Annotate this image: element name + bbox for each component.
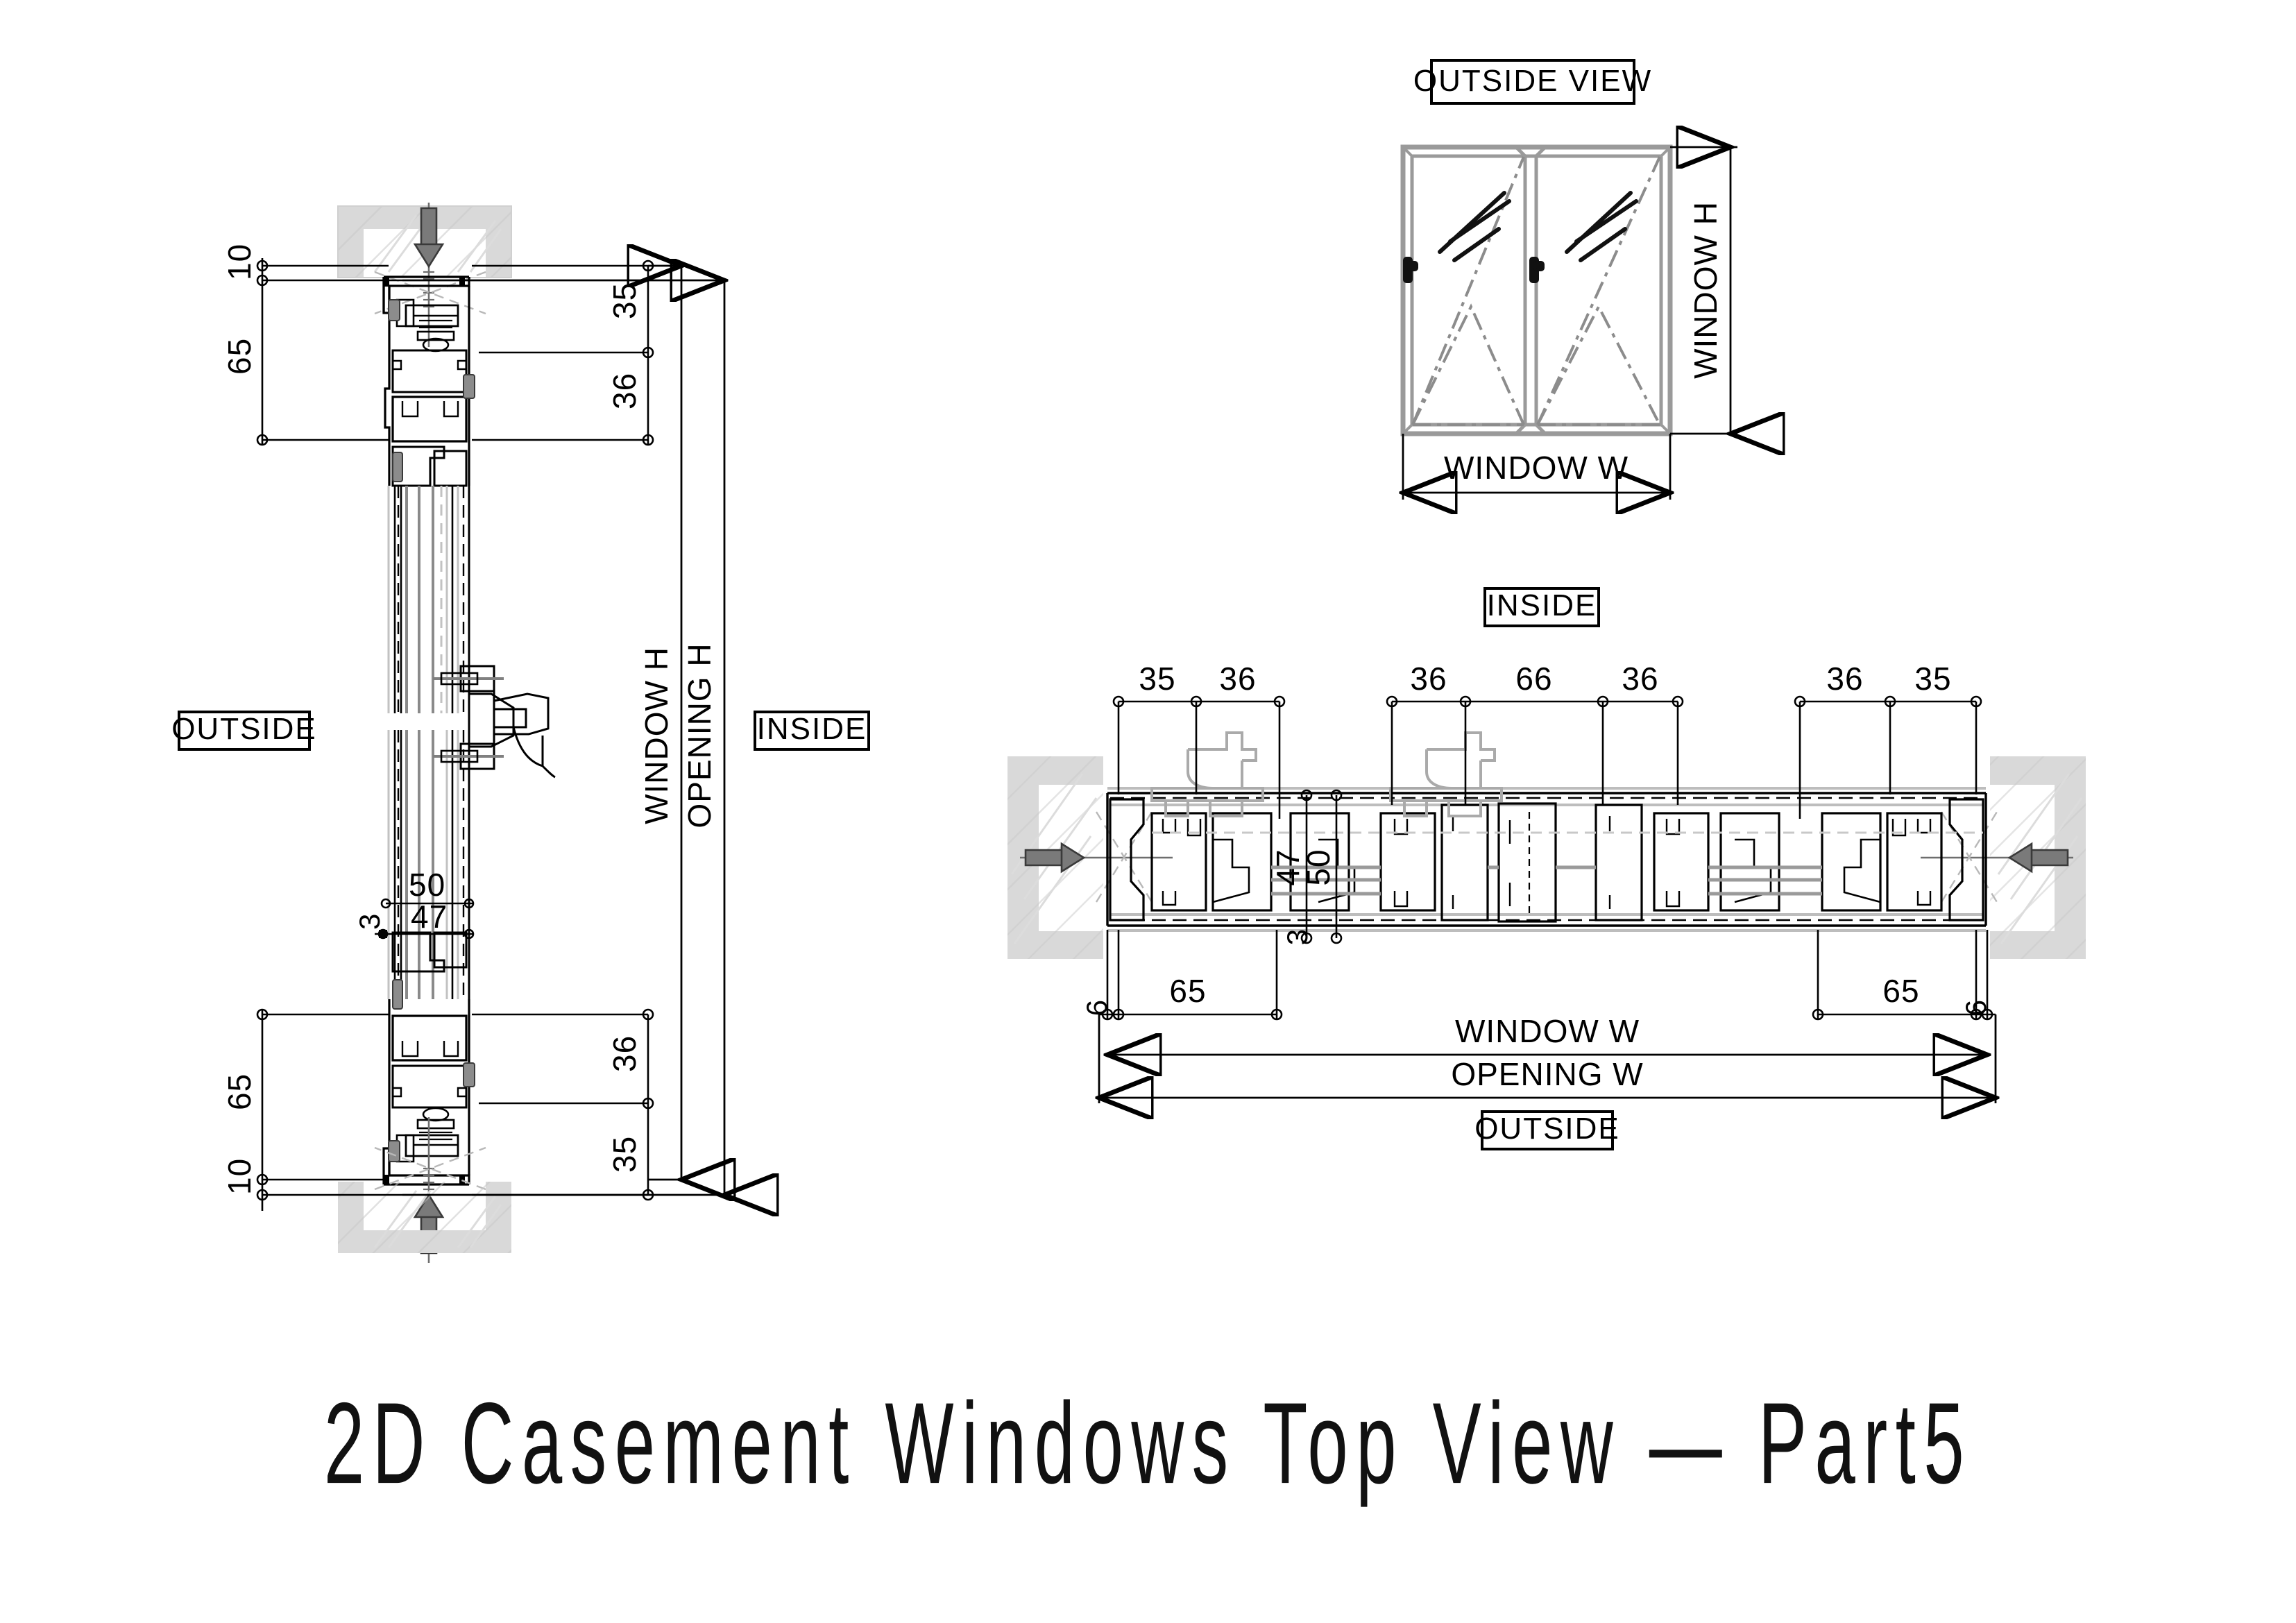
bottom-gaskets <box>388 979 475 1162</box>
hsection-inside-label: INSIDE <box>1483 587 1600 627</box>
dim-top-10: 10 <box>221 244 257 280</box>
left-dim-chain <box>256 258 402 1211</box>
center-mullion <box>1497 802 1557 923</box>
hdim-65-l: 65 <box>1169 973 1206 1009</box>
handle-left <box>1150 731 1264 817</box>
jamb-profile-right <box>1821 798 1984 921</box>
sash-right-opening-symbol <box>1536 156 1661 426</box>
hdim-36-cl: 36 <box>1410 661 1447 697</box>
hdim-50: 50 <box>1300 849 1336 885</box>
hdim-36-r: 36 <box>1826 661 1863 697</box>
hdim-6-r: 6 <box>1959 999 1992 1016</box>
dim-right-35b: 35 <box>606 1136 643 1173</box>
inside-text: INSIDE <box>757 712 867 746</box>
jamb-profile-left <box>1109 798 1273 921</box>
elevation-w-dim <box>1403 434 1670 500</box>
hdim-36-l: 36 <box>1219 661 1256 697</box>
dim-50: 50 <box>409 867 445 903</box>
anchor-screw-right <box>1921 811 2073 903</box>
glazing-lines-lower <box>387 730 470 999</box>
hdim-6-l: 6 <box>1080 999 1113 1016</box>
hdim-65-r: 65 <box>1882 973 1919 1009</box>
outside-text-h: OUTSIDE <box>1474 1112 1620 1146</box>
elevation-title-box: OUTSIDE VIEW <box>1413 59 1652 105</box>
dim-right-36: 36 <box>606 373 643 409</box>
top-gaskets <box>388 299 475 482</box>
hdim-35-l: 35 <box>1139 661 1175 697</box>
hsection-glazing <box>1152 831 1983 896</box>
center-dim-50-47 <box>375 898 475 940</box>
window-handle <box>433 665 556 779</box>
elevation-h-label: WINDOW H <box>1687 201 1724 379</box>
elevation-h-dim <box>1670 147 1737 434</box>
inside-text-h: INSIDE <box>1487 588 1597 622</box>
window-w-label: WINDOW W <box>1455 1013 1640 1049</box>
hsection-top-dims <box>1112 695 1982 819</box>
sash-left-handle-icon <box>1403 257 1418 283</box>
dim-right-35: 35 <box>606 282 643 319</box>
dim-top-65: 65 <box>221 338 257 375</box>
opening-w-label: OPENING W <box>1451 1056 1643 1092</box>
elevation-title-text: OUTSIDE VIEW <box>1413 64 1652 98</box>
hsection-frame-band <box>1106 792 1987 927</box>
elevation-group: OUTSIDE VIEW <box>1400 59 1737 500</box>
elevation-frame <box>1400 144 1673 436</box>
dim-47: 47 <box>411 899 448 935</box>
hsection-bottom-dims <box>1099 930 1996 1021</box>
dim-3: 3 <box>353 913 386 930</box>
outside-text: OUTSIDE <box>171 712 317 746</box>
vertical-section-group: 50 47 3 <box>171 203 870 1263</box>
hdim-3: 3 <box>1281 928 1313 945</box>
hdim-66: 66 <box>1515 661 1552 697</box>
opening-h-label: OPENING H <box>681 643 717 828</box>
hdim-35-r: 35 <box>1914 661 1951 697</box>
elevation-w-label: WINDOW W <box>1444 450 1629 486</box>
horizontal-section-group: INSIDE <box>1007 587 2086 1150</box>
dim-right-36b: 36 <box>606 1035 643 1072</box>
vsection-outside-label: OUTSIDE <box>171 711 317 751</box>
sash-left-glass-marks <box>1438 191 1511 262</box>
dim-bot-10: 10 <box>221 1158 257 1195</box>
opening-h-dim <box>402 280 724 1195</box>
anchor-screw-left <box>1020 811 1173 903</box>
wall-sill-bottom <box>338 1182 511 1253</box>
window-h-label: WINDOW H <box>638 647 674 824</box>
dim-bot-65: 65 <box>221 1073 257 1110</box>
hdim-36-cr: 36 <box>1622 661 1658 697</box>
vsection-inside-label: INSIDE <box>754 711 870 751</box>
sash-right-handle-icon <box>1529 257 1545 283</box>
sash-right-glass-marks <box>1565 191 1638 262</box>
drawing-title: 2D Casement Windows Top View — Part5 <box>323 1379 1973 1509</box>
hsection-outside-label: OUTSIDE <box>1474 1110 1620 1150</box>
opening-w-dim <box>1099 1014 1996 1103</box>
sash-left-opening-symbol <box>1411 156 1525 426</box>
hdim-47: 47 <box>1270 849 1306 885</box>
hsection-center-dims <box>1300 789 1343 944</box>
